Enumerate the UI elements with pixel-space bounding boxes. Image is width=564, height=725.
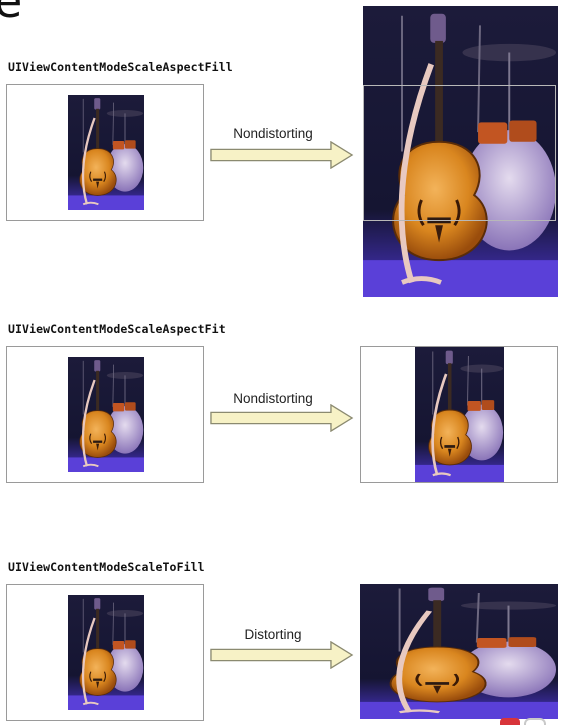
result-scale-to-fill xyxy=(360,584,558,719)
corner-logo-mark xyxy=(500,718,520,725)
right-arrow xyxy=(210,404,354,432)
guitar-photo xyxy=(68,595,144,710)
corner-glyph: e xyxy=(0,0,23,28)
guitar-photo xyxy=(360,584,558,719)
source-frame-scale-to-fill xyxy=(6,584,204,721)
mode-label-aspect-fit: UIViewContentModeScaleAspectFit xyxy=(8,322,226,336)
right-arrow xyxy=(210,641,354,669)
source-frame-aspect-fill xyxy=(6,84,204,221)
source-frame-aspect-fit xyxy=(6,346,204,483)
guitar-photo xyxy=(68,357,144,472)
guitar-photo xyxy=(415,347,504,482)
arrow-label-aspect-fit: Nondistorting xyxy=(233,391,313,406)
mode-label-scale-to-fill: UIViewContentModeScaleToFill xyxy=(8,560,205,574)
right-arrow xyxy=(210,141,354,169)
guitar-photo xyxy=(68,95,144,210)
result-aspect-fill xyxy=(363,6,558,297)
result-aspect-fit xyxy=(360,346,558,483)
arrow-label-scale-to-fill: Distorting xyxy=(244,627,302,642)
view-bounds-outline xyxy=(363,85,556,221)
mode-label-aspect-fill: UIViewContentModeScaleAspectFill xyxy=(8,60,233,74)
corner-logo-mark-outline xyxy=(524,718,546,725)
arrow-label-aspect-fill: Nondistorting xyxy=(233,126,313,141)
